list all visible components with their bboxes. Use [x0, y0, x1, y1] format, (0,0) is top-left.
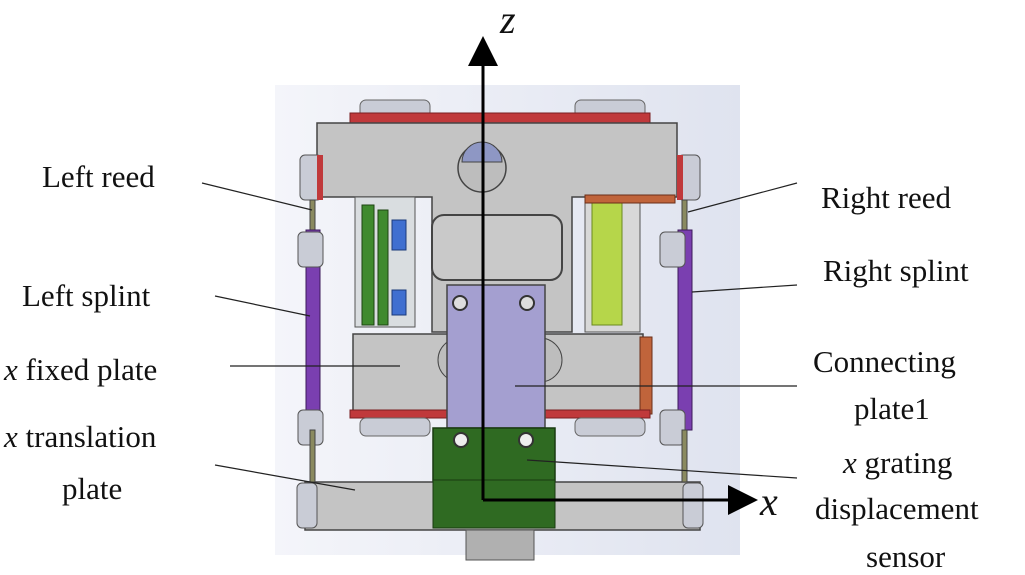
right-side-assembly [659, 154, 704, 529]
shaft [465, 529, 535, 561]
left-circuit-boards [354, 196, 416, 328]
left-side-assembly [296, 154, 324, 529]
label-x-translation-plate-line2: plate [62, 471, 123, 506]
leader-lines [201, 182, 798, 491]
label-x-fixed-plate: x fixed plate [4, 352, 158, 387]
z-axis-label: z [500, 0, 516, 42]
top-red-shim [349, 112, 651, 124]
label-sensor: sensor [866, 539, 946, 574]
label-connecting-plate-line2: plate1 [854, 391, 930, 426]
right-lime-block [584, 194, 676, 333]
label-connecting-plate: Connecting [813, 344, 956, 379]
label-right-splint: Right splint [823, 253, 969, 288]
label-x-translation-plate: x translation [4, 419, 157, 454]
x-axis-label: x [760, 479, 778, 524]
label-left-splint: Left splint [22, 278, 151, 313]
label-displacement: displacement [815, 491, 979, 526]
label-x-grating: x grating [843, 445, 953, 480]
label-left-reed: Left reed [42, 159, 155, 194]
label-right-reed: Right reed [821, 180, 951, 215]
